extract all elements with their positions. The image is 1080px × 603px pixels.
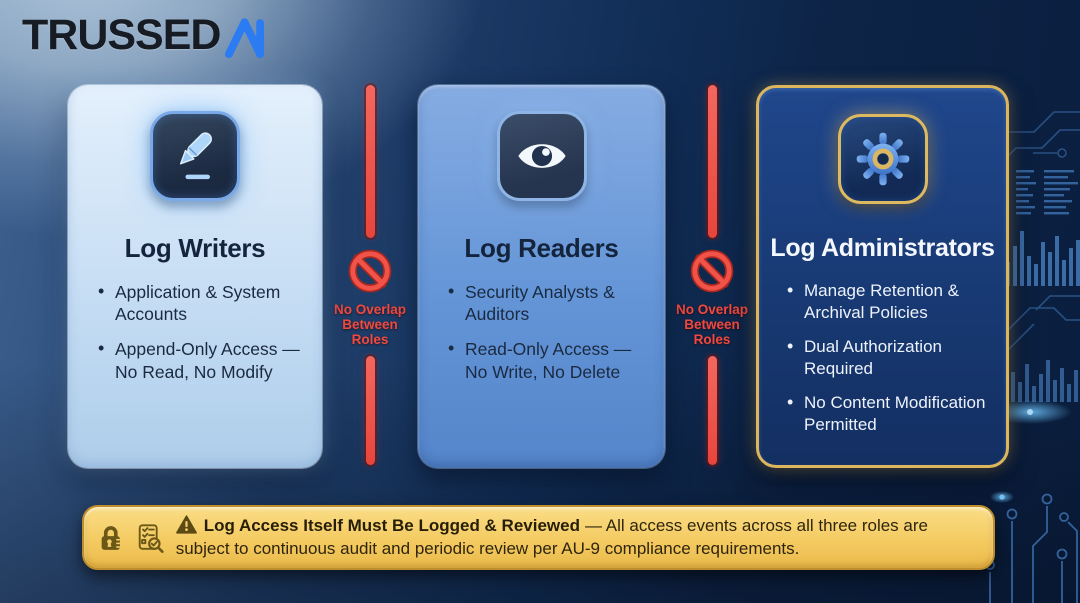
bullet-item: Manage Retention & Archival Policies xyxy=(787,279,988,323)
padlock-icon xyxy=(101,525,120,550)
divider-line-top xyxy=(707,85,717,238)
card-log-administrators: Log Administrators Manage Retention & Ar… xyxy=(756,85,1009,468)
warning-triangle-icon xyxy=(175,515,197,534)
no-entry-icon xyxy=(690,249,734,293)
card-log-writers: Log Writers Application & System Account… xyxy=(68,85,322,468)
banner-heading: Log Access Itself Must Be Logged & Revie… xyxy=(203,516,580,536)
eye-icon-tile xyxy=(496,111,587,201)
banner-body: — All access events across all three rol… xyxy=(175,516,928,558)
audit-checklist-icon xyxy=(138,523,164,553)
gear-icon-tile xyxy=(837,114,928,204)
bullet-item: Security Analysts & Auditors xyxy=(448,280,643,325)
card-log-readers: Log Readers Security Analysts & Auditors… xyxy=(418,85,665,468)
logo-wordmark: TRUSSED xyxy=(22,11,221,59)
card-bullets-log-administrators: Manage Retention & Archival Policies Dua… xyxy=(787,279,988,435)
card-title-log-readers: Log Readers xyxy=(464,233,619,263)
trussed-ai-mark-icon xyxy=(225,18,265,59)
pen-icon-tile xyxy=(150,111,240,201)
card-title-log-administrators: Log Administrators xyxy=(770,234,995,262)
no-entry-icon xyxy=(348,249,392,293)
bullet-item: Read-Only Access — No Write, No Delete xyxy=(448,337,643,382)
divider-line-bottom xyxy=(707,356,717,465)
card-title-log-writers: Log Writers xyxy=(124,233,266,263)
compliance-banner: Log Access Itself Must Be Logged & Revie… xyxy=(82,505,995,570)
bullet-item: Append-Only Access — No Read, No Modify xyxy=(98,337,300,382)
bullet-item: Dual Authorization Required xyxy=(787,335,988,379)
trussed-logo: TRUSSED xyxy=(22,12,270,59)
bullet-item: Application & System Accounts xyxy=(98,280,300,325)
divider-line-top xyxy=(365,85,375,238)
no-overlap-label: No Overlap Between Roles xyxy=(333,302,407,348)
card-bullets-log-writers: Application & System Accounts Append-Onl… xyxy=(98,280,300,383)
eye-icon xyxy=(517,144,566,168)
banner-text: Log Access Itself Must Be Logged & Revie… xyxy=(176,515,977,560)
bullet-item: No Content Modification Permitted xyxy=(787,391,988,435)
card-bullets-log-readers: Security Analysts & Auditors Read-Only A… xyxy=(448,280,643,383)
divider-line-bottom xyxy=(365,356,375,465)
gear-icon xyxy=(856,132,909,186)
no-overlap-label: No Overlap Between Roles xyxy=(675,302,749,348)
separation-divider-2: No Overlap Between Roles xyxy=(672,85,752,468)
pen-icon xyxy=(179,132,212,180)
separation-divider-1: No Overlap Between Roles xyxy=(330,85,410,468)
